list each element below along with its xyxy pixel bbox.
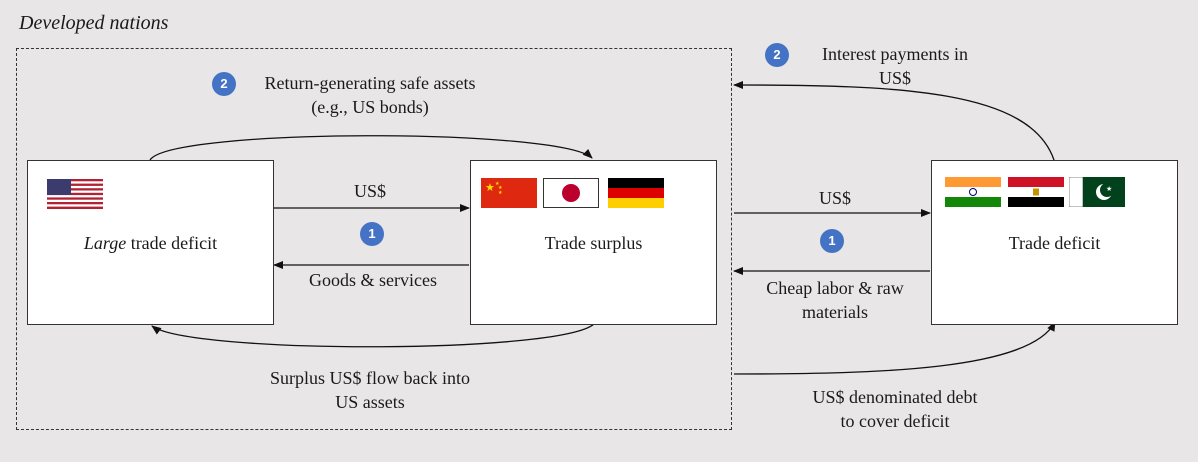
svg-text:★: ★: [485, 181, 495, 194]
label-debt-1: US$ denominated debt: [812, 387, 978, 407]
badge-2-safe-assets: 2: [212, 72, 236, 96]
japan-flag-icon: [543, 178, 599, 208]
label-interest-1: Interest payments in: [822, 44, 968, 64]
node-trade-surplus-label: Trade surplus: [544, 233, 643, 253]
pakistan-flag-icon: ★: [1069, 177, 1125, 207]
label-debt-2: to cover deficit: [840, 411, 950, 431]
label-surplus-back-1: Surplus US$ flow back into: [270, 368, 470, 388]
svg-text:★: ★: [1106, 185, 1112, 193]
germany-flag-icon: [608, 178, 664, 208]
label-cheap-labor-1: Cheap labor & raw: [766, 278, 904, 298]
usa-flag-icon: [47, 179, 103, 209]
region-label: Developed nations: [19, 12, 169, 34]
node-us-label: Large trade deficit: [83, 233, 218, 253]
node-trade-surplus: ★ ★ ★ ★ Trade surplus: [470, 160, 717, 325]
label-surplus-back-2: US assets: [335, 392, 405, 412]
arrow-safe-assets: [149, 135, 593, 161]
svg-text:★: ★: [498, 190, 503, 196]
china-flag-icon: ★ ★ ★ ★: [481, 178, 537, 208]
node-us: Large trade deficit: [27, 160, 274, 325]
svg-text:★: ★: [498, 185, 503, 191]
svg-text:★: ★: [495, 181, 500, 187]
label-cheap-labor-2: materials: [802, 302, 868, 322]
label-dev-to-deficit: US$: [818, 188, 851, 208]
arrow-debt: [733, 321, 1056, 375]
label-safe-assets-2: (e.g., US bonds): [311, 97, 429, 117]
label-safe-assets-1: Return-generating safe assets: [264, 73, 476, 93]
arrow-surplus-back: [151, 323, 595, 348]
node-trade-deficit-label: Trade deficit: [1008, 233, 1101, 253]
india-flag-icon: [945, 177, 1001, 207]
label-goods-services: Goods & services: [309, 270, 437, 290]
egypt-flag-icon: [1008, 177, 1064, 207]
label-us-to-surplus: US$: [353, 181, 386, 201]
badge-2-interest: 2: [765, 43, 789, 67]
arrow-interest: [733, 81, 1055, 161]
node-trade-deficit: ★ Trade deficit: [931, 160, 1178, 325]
badge-1-right: 1: [820, 229, 844, 253]
badge-1-left: 1: [360, 222, 384, 246]
label-interest-2: US$: [878, 68, 911, 88]
developed-nations-region: [16, 48, 732, 430]
